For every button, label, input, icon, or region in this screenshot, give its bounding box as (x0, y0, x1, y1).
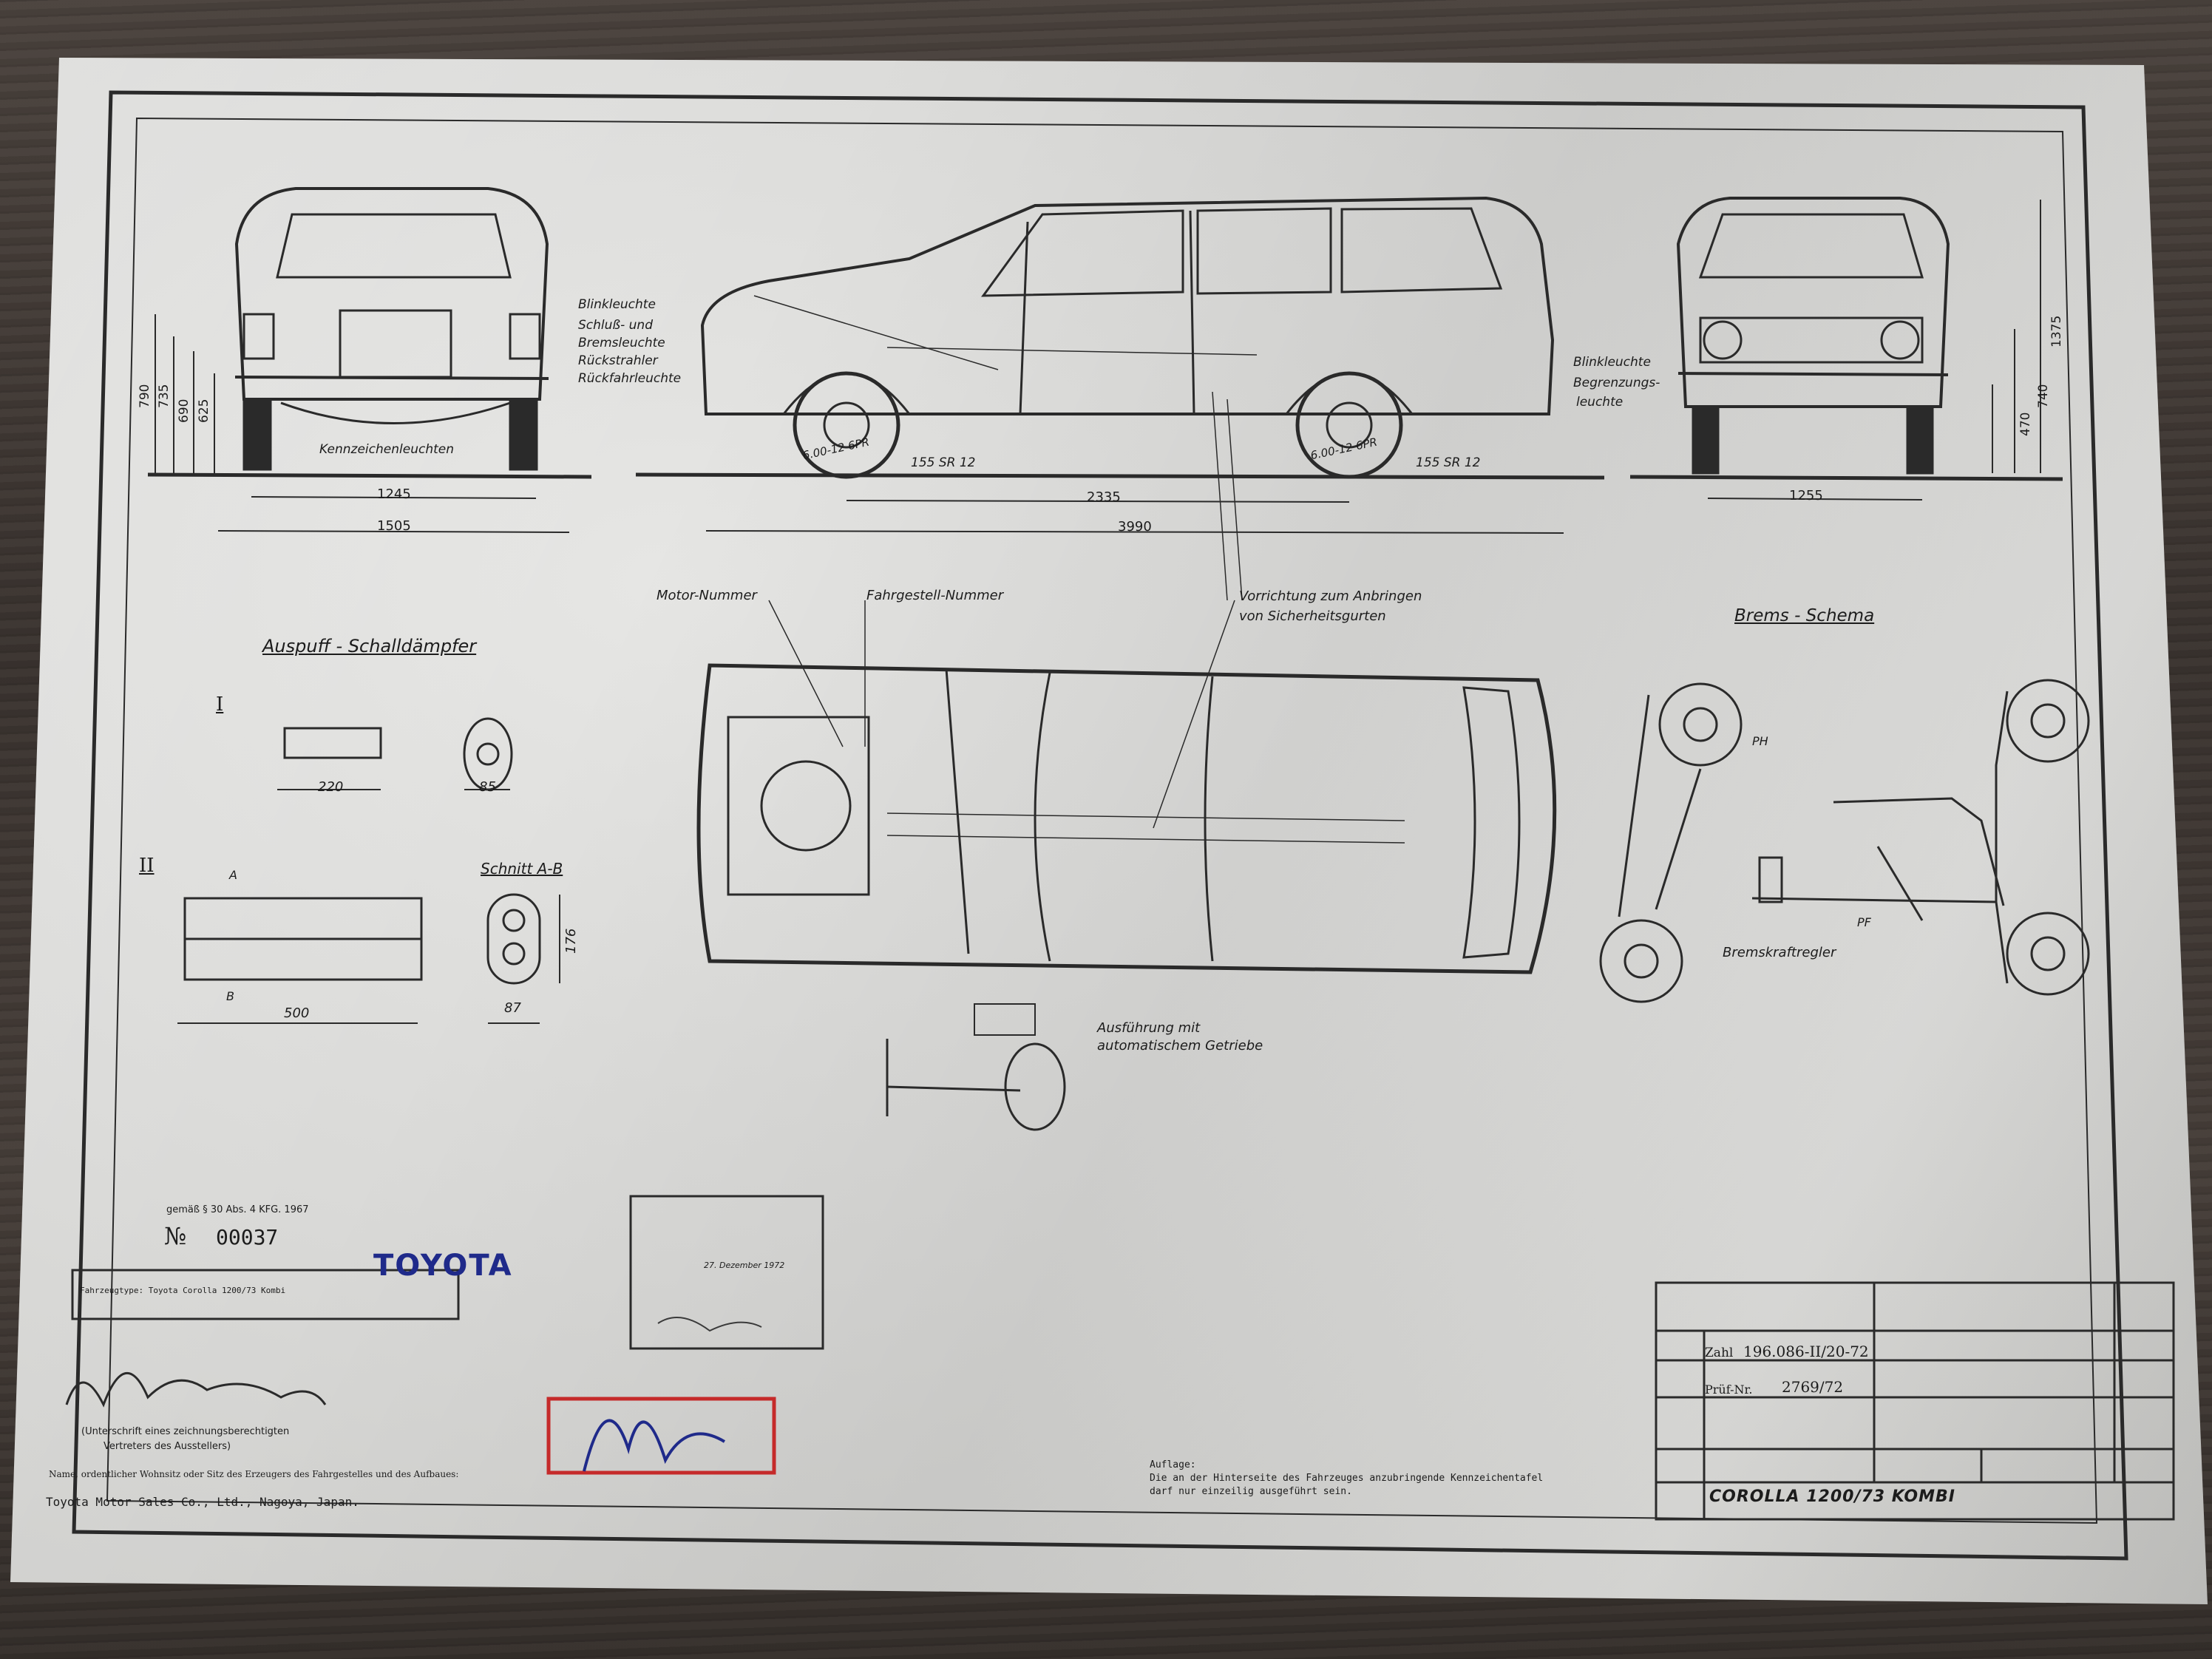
rear-dim-625: 625 (197, 398, 211, 423)
sig-caption-2: Vertreters des Ausstellers) (104, 1441, 231, 1452)
side-tire-rear-alt: 155 SR 12 (1416, 455, 1481, 470)
side-dim-length: 3990 (1118, 519, 1152, 535)
auspuff-dim-176: 176 (563, 928, 579, 954)
automatic-line2: automatischem Getriebe (1097, 1038, 1263, 1054)
inner-frame (106, 117, 2098, 1524)
front-label-blinkleuchte: Blinkleuchte (1573, 355, 1651, 370)
stamp-number-prefix: № (164, 1222, 187, 1250)
left-signature-mark (65, 1372, 327, 1408)
side-tire-front-alt: 155 SR 12 (911, 455, 976, 470)
label-gurt-line1: Vorrichtung zum Anbringen (1239, 588, 1422, 604)
front-dim-track: 1255 (1789, 488, 1823, 503)
rear-label-blinkleuchte: Blinkleuchte (578, 297, 656, 312)
zahl-label: Zahl (1705, 1346, 1734, 1360)
brems-ph: PH (1752, 734, 1768, 748)
maker-note: Name, ordentlicher Wohnsitz oder Sitz de… (49, 1469, 459, 1479)
stamp-type-label: Fahrzeugtype: Toyota Corolla 1200/73 Kom… (80, 1286, 286, 1295)
automatic-line1: Ausführung mit (1097, 1020, 1201, 1036)
label-motor-nummer: Motor-Nummer (657, 588, 757, 603)
top-view-car (696, 663, 1557, 974)
rear-dim-width: 1505 (377, 518, 411, 534)
front-label-leuchte: leuchte (1576, 395, 1624, 410)
rear-view-car (234, 187, 549, 471)
auspuff-mark-b: B (226, 989, 234, 1003)
zahl-value: 196.086-II/20-72 (1743, 1343, 1869, 1360)
label-gurt-line2: von Sicherheitsgurten (1239, 608, 1386, 624)
sig-caption-1: (Unterschrift eines zeichnungsberechtigt… (81, 1426, 290, 1437)
rear-dim-track: 1245 (377, 486, 411, 502)
auspuff-mark-a: A (229, 868, 237, 882)
front-view-car (1676, 197, 1950, 475)
pruef-value: 2769/72 (1782, 1378, 1844, 1396)
auflage-line3: darf nur einzeilig ausgeführt sein. (1150, 1486, 1352, 1497)
stamp-number: 00037 (216, 1225, 279, 1249)
auspuff-roman-2: II (139, 855, 155, 877)
rear-dim-690: 690 (177, 398, 191, 423)
front-dim-740: 740 (2036, 384, 2051, 408)
maker-name: Toyota Motor Sales Co., Ltd., Nagoya, Ja… (46, 1495, 359, 1509)
pruef-label: Prüf-Nr. (1705, 1382, 1753, 1397)
auflage-line2: Die an der Hinterseite des Fahrzeuges an… (1150, 1473, 1544, 1484)
auspuff-schnitt: Schnitt A-B (481, 860, 563, 878)
signature-mark (583, 1419, 726, 1472)
stamp-date: 27. Dezember 1972 (704, 1261, 785, 1270)
brake-schematic (1599, 679, 2090, 1003)
automatic-lever-sketch (886, 1003, 1066, 1131)
brems-regler: Bremskraftregler (1723, 945, 1836, 960)
title-block-grid (1655, 1281, 2175, 1521)
front-dim-470: 470 (2018, 412, 2033, 436)
brems-pf: PF (1857, 915, 1871, 929)
stamp-toyota: TOYOTA (373, 1249, 513, 1283)
label-fahrgestell-nummer: Fahrgestell-Nummer (866, 588, 1004, 603)
stamp-gemass: gemäß § 30 Abs. 4 KFG. 1967 (166, 1204, 309, 1215)
auspuff-dim-87: 87 (504, 1000, 521, 1016)
rear-label-rueckfahr: Rückfahrleuchte (578, 371, 682, 386)
rear-label-kennzeichen: Kennzeichenleuchten (319, 442, 454, 457)
rear-label-rueckstrahler: Rückstrahler (578, 353, 658, 368)
auspuff-title: Auspuff - Schalldämpfer (262, 636, 477, 657)
side-dim-wheelbase: 2335 (1087, 489, 1121, 505)
side-view-car (700, 196, 1555, 479)
brems-title: Brems - Schema (1734, 606, 1875, 625)
auspuff-roman-1: I (216, 693, 224, 716)
auspuff-dim-85: 85 (479, 779, 496, 795)
rear-dim-790: 790 (138, 384, 152, 408)
outer-frame (72, 90, 2128, 1561)
auflage-line1: Auflage: (1150, 1459, 1196, 1470)
auspuff-dim-220: 220 (318, 779, 344, 795)
rear-dim-735: 735 (157, 384, 172, 408)
front-label-begrenzungs: Begrenzungs- (1573, 376, 1660, 390)
vehicle-title: COROLLA 1200/73 KOMBI (1709, 1487, 1955, 1506)
rear-label-schluss: Schluß- und (578, 318, 653, 333)
muffler-drawings (177, 717, 560, 1024)
red-approval-stamp (546, 1397, 776, 1475)
rear-label-brems: Bremsleuchte (578, 336, 665, 350)
auspuff-dim-500: 500 (284, 1005, 310, 1021)
front-dim-height: 1375 (2049, 315, 2064, 347)
